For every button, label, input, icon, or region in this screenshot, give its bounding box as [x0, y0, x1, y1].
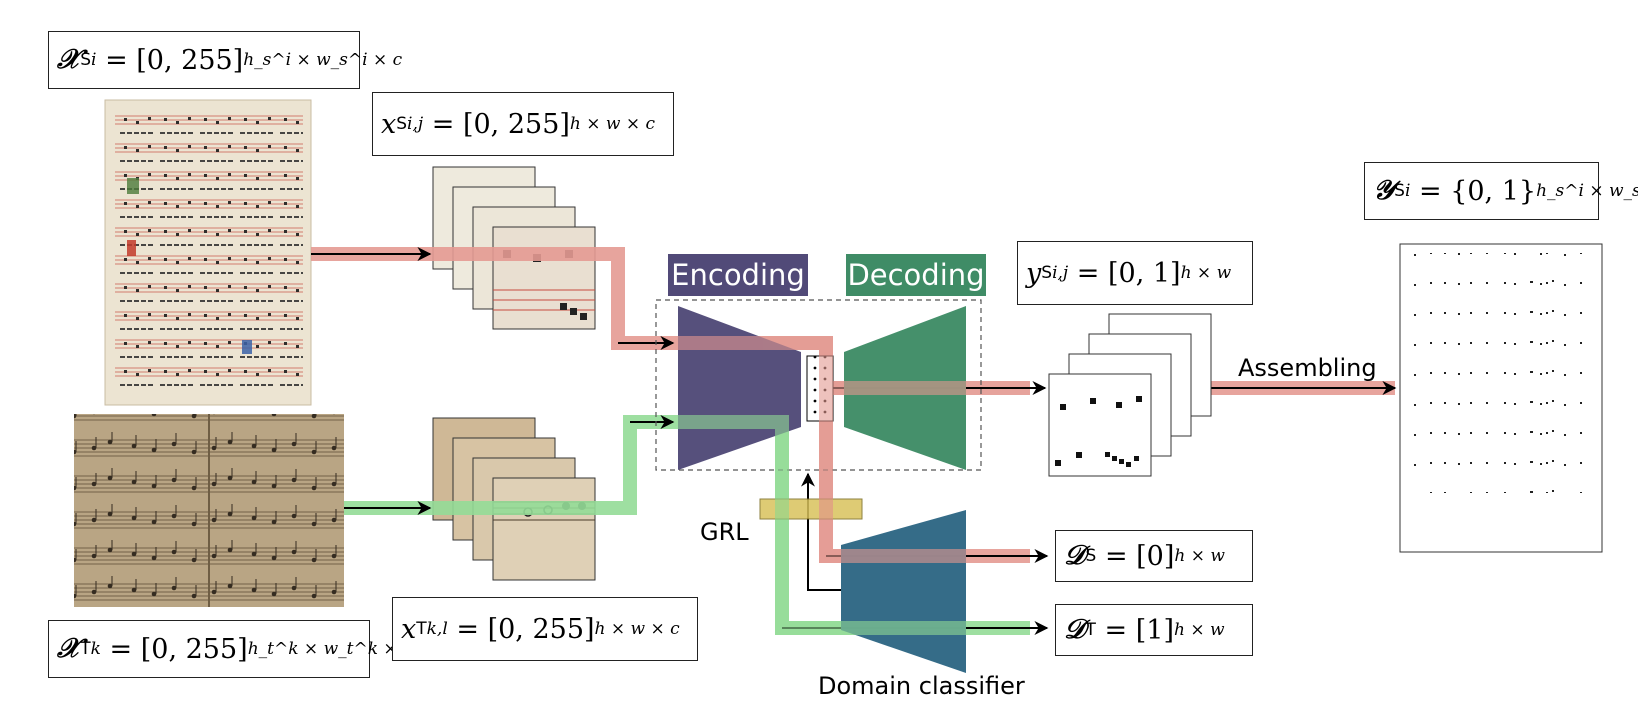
flow-overlay [678, 336, 966, 635]
decoding-label: Decoding [846, 254, 986, 296]
source-manuscript-image [104, 99, 312, 406]
domain-classifier-block [841, 510, 966, 673]
encoding-label: Encoding [668, 254, 808, 296]
target-sheet-music-image [74, 414, 344, 607]
domain-classifier-label: Domain classifier [818, 672, 1025, 700]
assembling-label: Assembling [1238, 354, 1377, 382]
assembled-prediction-formula: 𝒴Si = {0, 1}h_s^i × w_s^i [1364, 162, 1638, 220]
source-patch-stack [432, 166, 596, 330]
assembled-output-page [1399, 243, 1603, 553]
prediction-patch-stack [1048, 313, 1212, 477]
network-bounding-box [655, 299, 982, 471]
target-patch-stack [432, 417, 596, 581]
grl-label: GRL [700, 518, 749, 546]
